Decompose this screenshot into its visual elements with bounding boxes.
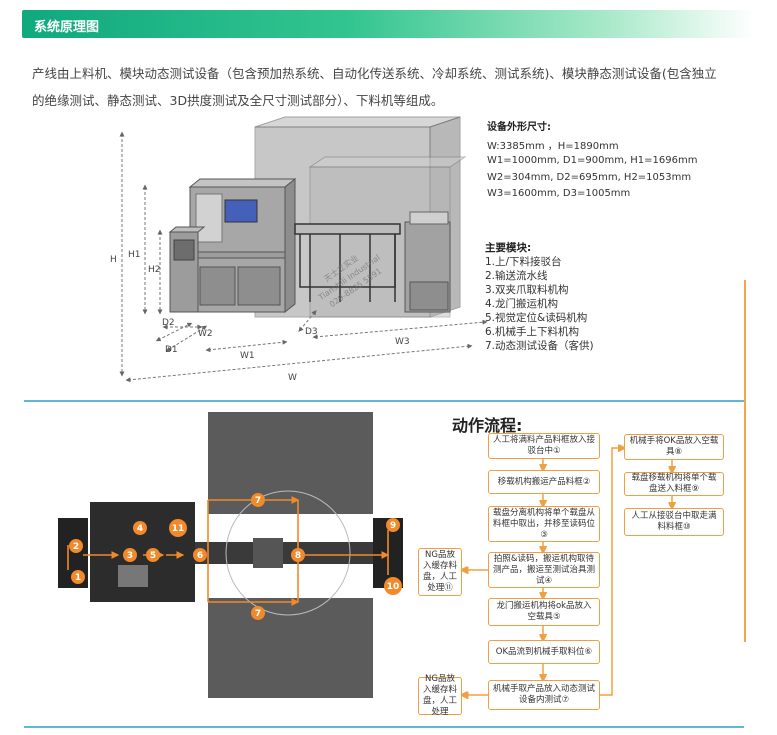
- robot-reach-circle: [225, 490, 351, 616]
- dim-label-h: H: [110, 255, 117, 265]
- accent-line-vertical: [744, 280, 746, 642]
- dim-label-d1: D1: [165, 345, 178, 355]
- dimensions-title: 设备外形尺寸:: [487, 122, 551, 133]
- left-station: [168, 226, 206, 313]
- flow-step-5: 龙门搬运机构将ok品放入空载具⑤: [488, 598, 600, 626]
- description-line-2: 的绝缘测试、静态测试、3D拱度测试及全尺寸测试部分）、下料机等组成。: [32, 93, 444, 108]
- module-item: 4.龙门搬运机构: [485, 298, 559, 310]
- flow-step-8: 机械手将OK品放入空载具⑧: [624, 434, 724, 460]
- dimension-item: W2=304mm, D2=695mm, H2=1053mm: [487, 172, 692, 183]
- flow-step-7: 机械手取产品放入动态测试设备内测试⑦: [488, 680, 600, 710]
- dimension-item: W1=1000mm, D1=900mm, H1=1696mm: [487, 155, 698, 166]
- dim-label-d3: D3: [305, 327, 318, 337]
- conveyor-frame: [294, 223, 401, 302]
- layout-marker-8: 8: [295, 551, 301, 561]
- layout-marker-3: 3: [127, 551, 133, 561]
- machine-illustration: H H1 H2 D2 D1 W2 W1 D3 W3 W 天士立实业 Tiansh…: [110, 116, 488, 383]
- robot-base: [253, 538, 283, 568]
- flow-ng-1: NG品放入缓存料盘，人工处理⑪: [418, 548, 462, 596]
- layout-marker-7-top: 7: [255, 496, 261, 506]
- layout-marker-4: 4: [137, 524, 143, 534]
- loader-machine: [188, 177, 297, 314]
- module-item: 5.视觉定位&读码机构: [485, 312, 588, 324]
- layout-marker-2: 2: [73, 542, 79, 552]
- test-equipment-top: [208, 412, 373, 514]
- conveyor-line: [195, 542, 385, 564]
- flow-step-1: 人工将满料产品料框放入接驳台中①: [488, 433, 600, 459]
- dim-label-h2: H2: [148, 265, 161, 275]
- layout-marker-1: 1: [75, 573, 81, 583]
- flow-step-3: 载盘分离机构将单个载盘从料框中取出，并移至读码位③: [488, 506, 600, 542]
- flow-step-2: 移载机构搬运产品料框②: [488, 470, 600, 494]
- flow-title: 动作流程:: [452, 416, 523, 435]
- flow-step-9: 载盘移载机构将单个载盘送入料框⑨: [624, 472, 724, 496]
- section-title: 系统原理图: [34, 20, 100, 35]
- layout-top-view: 2 1 3 4 5 11 6 7 7 8 9 10: [58, 412, 403, 698]
- flow-step-10: 人工从接驳台中取走满料料框⑩: [624, 508, 724, 536]
- bottom-divider: [24, 726, 744, 728]
- section-header: 系统原理图: [22, 10, 755, 38]
- module-item: 7.动态测试设备（客供): [485, 340, 594, 352]
- dimension-item: W:3385mm ，H=1890mm: [487, 141, 619, 152]
- dim-label-h1: H1: [128, 250, 141, 260]
- module-item: 1.上/下料接驳台: [485, 256, 562, 268]
- dim-label-d2: D2: [162, 318, 175, 328]
- module-item: 6.机械手上下料机构: [485, 326, 580, 338]
- flow-ng-2: NG品放入缓存料盘，人工处理: [418, 674, 462, 717]
- right-station: [404, 211, 451, 313]
- layout-marker-10: 10: [387, 582, 400, 592]
- flow-step-6: OK品流到机械手取料位⑥: [488, 640, 600, 664]
- module-item: 2.输送流水线: [485, 270, 548, 282]
- dim-label-w: W: [288, 373, 297, 383]
- dim-label-w1: W1: [240, 351, 255, 361]
- description-line-1: 产线由上料机、模块动态测试设备（包含预加热系统、自动化传送系统、冷却系统、测试系…: [32, 66, 717, 81]
- section-divider: [24, 400, 744, 402]
- module-item: 3.双夹爪取料机构: [485, 284, 569, 296]
- layout-marker-9: 9: [390, 521, 396, 531]
- buffer-tray: [118, 565, 148, 587]
- layout-marker-6: 6: [197, 551, 203, 561]
- modules-title: 主要模块:: [485, 242, 532, 254]
- dim-label-w3: W3: [395, 337, 410, 347]
- dimension-item: W3=1600mm, D3=1005mm: [487, 188, 631, 199]
- layout-marker-5: 5: [150, 551, 156, 561]
- layout-marker-11: 11: [172, 524, 185, 534]
- layout-marker-7-bottom: 7: [255, 609, 261, 619]
- dim-label-w2: W2: [198, 329, 213, 339]
- flow-step-4: 拍照&读码，搬运机构取待测产品，搬运至测试治具测试④: [488, 552, 600, 588]
